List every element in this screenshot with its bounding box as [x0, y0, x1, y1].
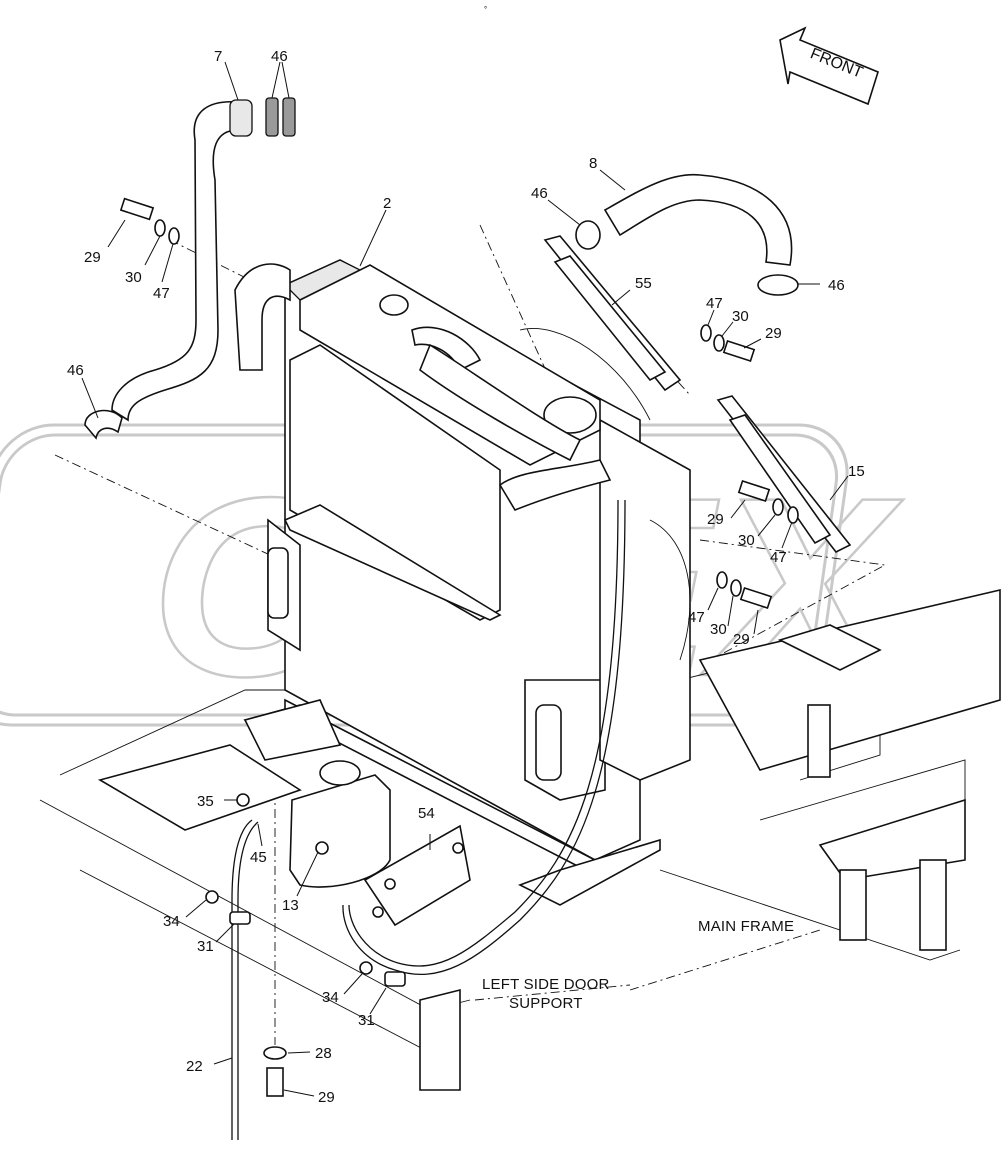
callout-55: 55: [635, 275, 652, 292]
hose-8: [575, 173, 799, 296]
callout-34: 34: [163, 913, 180, 930]
callout-29: 29: [733, 631, 750, 648]
callout-30: 30: [710, 621, 727, 638]
leader-lines: [81, 61, 849, 1097]
callout-30: 30: [738, 532, 755, 549]
callout-47: 47: [706, 295, 723, 312]
main-frame: [97, 588, 1001, 1091]
callout-46: 46: [828, 277, 845, 294]
callout-31: 31: [358, 1012, 375, 1029]
callout-29: 29: [765, 325, 782, 342]
callout-47: 47: [153, 285, 170, 302]
front-arrow: FRONT: [779, 26, 879, 106]
callout-47: 47: [688, 609, 705, 626]
callout-2: 2: [383, 195, 391, 212]
upper-hose-7: [84, 97, 296, 440]
callout-15: 15: [848, 463, 865, 480]
notes: MAIN FRAME LEFT SIDE DOOR SUPPORT: [482, 918, 794, 1012]
callout-30: 30: [125, 269, 142, 286]
callout-34: 34: [322, 989, 339, 1006]
overflow-hose: [229, 499, 626, 1140]
left-side-door-label-line2: SUPPORT: [509, 995, 583, 1012]
header-mark: °: [484, 5, 487, 14]
main-frame-label: MAIN FRAME: [698, 918, 794, 935]
callout-7: 7: [214, 48, 222, 65]
stays: [543, 235, 852, 554]
callout-45: 45: [250, 849, 267, 866]
callout-30: 30: [732, 308, 749, 325]
radiator-assembly: [234, 259, 691, 906]
callout-54: 54: [418, 805, 435, 822]
callout-22: 22: [186, 1058, 203, 1075]
left-side-door-label-line1: LEFT SIDE DOOR: [482, 976, 610, 993]
callout-29: 29: [318, 1089, 335, 1106]
callout-29: 29: [84, 249, 101, 266]
callout-46: 46: [271, 48, 288, 65]
callout-31: 31: [197, 938, 214, 955]
callout-labels: 7 46 2 8 46 46 55 29 30 47 47 30 29 46 1…: [67, 48, 865, 1106]
callout-8: 8: [589, 155, 597, 172]
callout-13: 13: [282, 897, 299, 914]
fasteners: [119, 197, 799, 1097]
callout-46: 46: [67, 362, 84, 379]
callout-47: 47: [770, 549, 787, 566]
callout-28: 28: [315, 1045, 332, 1062]
callout-46: 46: [531, 185, 548, 202]
callout-29: 29: [707, 511, 724, 528]
callout-35: 35: [197, 793, 214, 810]
